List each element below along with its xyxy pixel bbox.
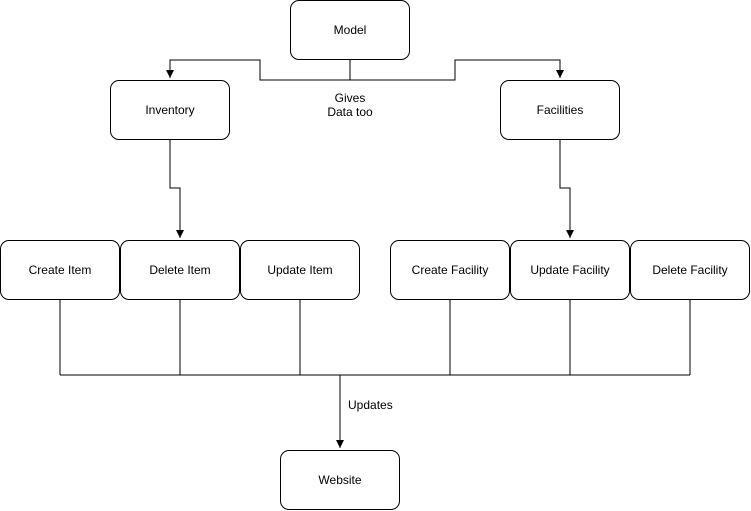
edge-facilities-update-facility: [559, 140, 574, 238]
inventory-label: Inventory: [145, 103, 195, 117]
updates-label: Updates: [348, 398, 393, 412]
delete-facility-label: Delete Facility: [652, 263, 728, 277]
update-item-node[interactable]: Update Item: [240, 240, 360, 300]
create-facility-label: Create Facility: [411, 263, 489, 277]
create-item-label: Create Item: [28, 263, 92, 277]
inventory-node[interactable]: Inventory: [110, 80, 230, 140]
website-label: Website: [318, 473, 362, 487]
delete-item-label: Delete Item: [149, 263, 211, 277]
model-node[interactable]: Model: [290, 0, 410, 60]
edge-model-inventory: [166, 59, 351, 81]
update-facility-label: Update Facility: [530, 263, 610, 277]
edge-model-facilities: [350, 59, 564, 81]
gives-label-line1: Gives: [334, 91, 366, 105]
website-node[interactable]: Website: [280, 450, 400, 510]
create-item-node[interactable]: Create Item: [0, 240, 120, 300]
gives-label-line2: Data too: [327, 105, 373, 119]
update-item-label: Update Item: [267, 263, 333, 277]
delete-item-node[interactable]: Delete Item: [120, 240, 240, 300]
facilities-label: Facilities: [536, 103, 584, 117]
gives-data-label: Gives Data too: [310, 91, 390, 119]
facilities-node[interactable]: Facilities: [500, 80, 620, 140]
model-label: Model: [333, 23, 367, 37]
create-facility-node[interactable]: Create Facility: [390, 240, 510, 300]
delete-facility-node[interactable]: Delete Facility: [630, 240, 750, 300]
update-facility-node[interactable]: Update Facility: [510, 240, 630, 300]
edge-inventory-delete-item: [169, 140, 184, 238]
